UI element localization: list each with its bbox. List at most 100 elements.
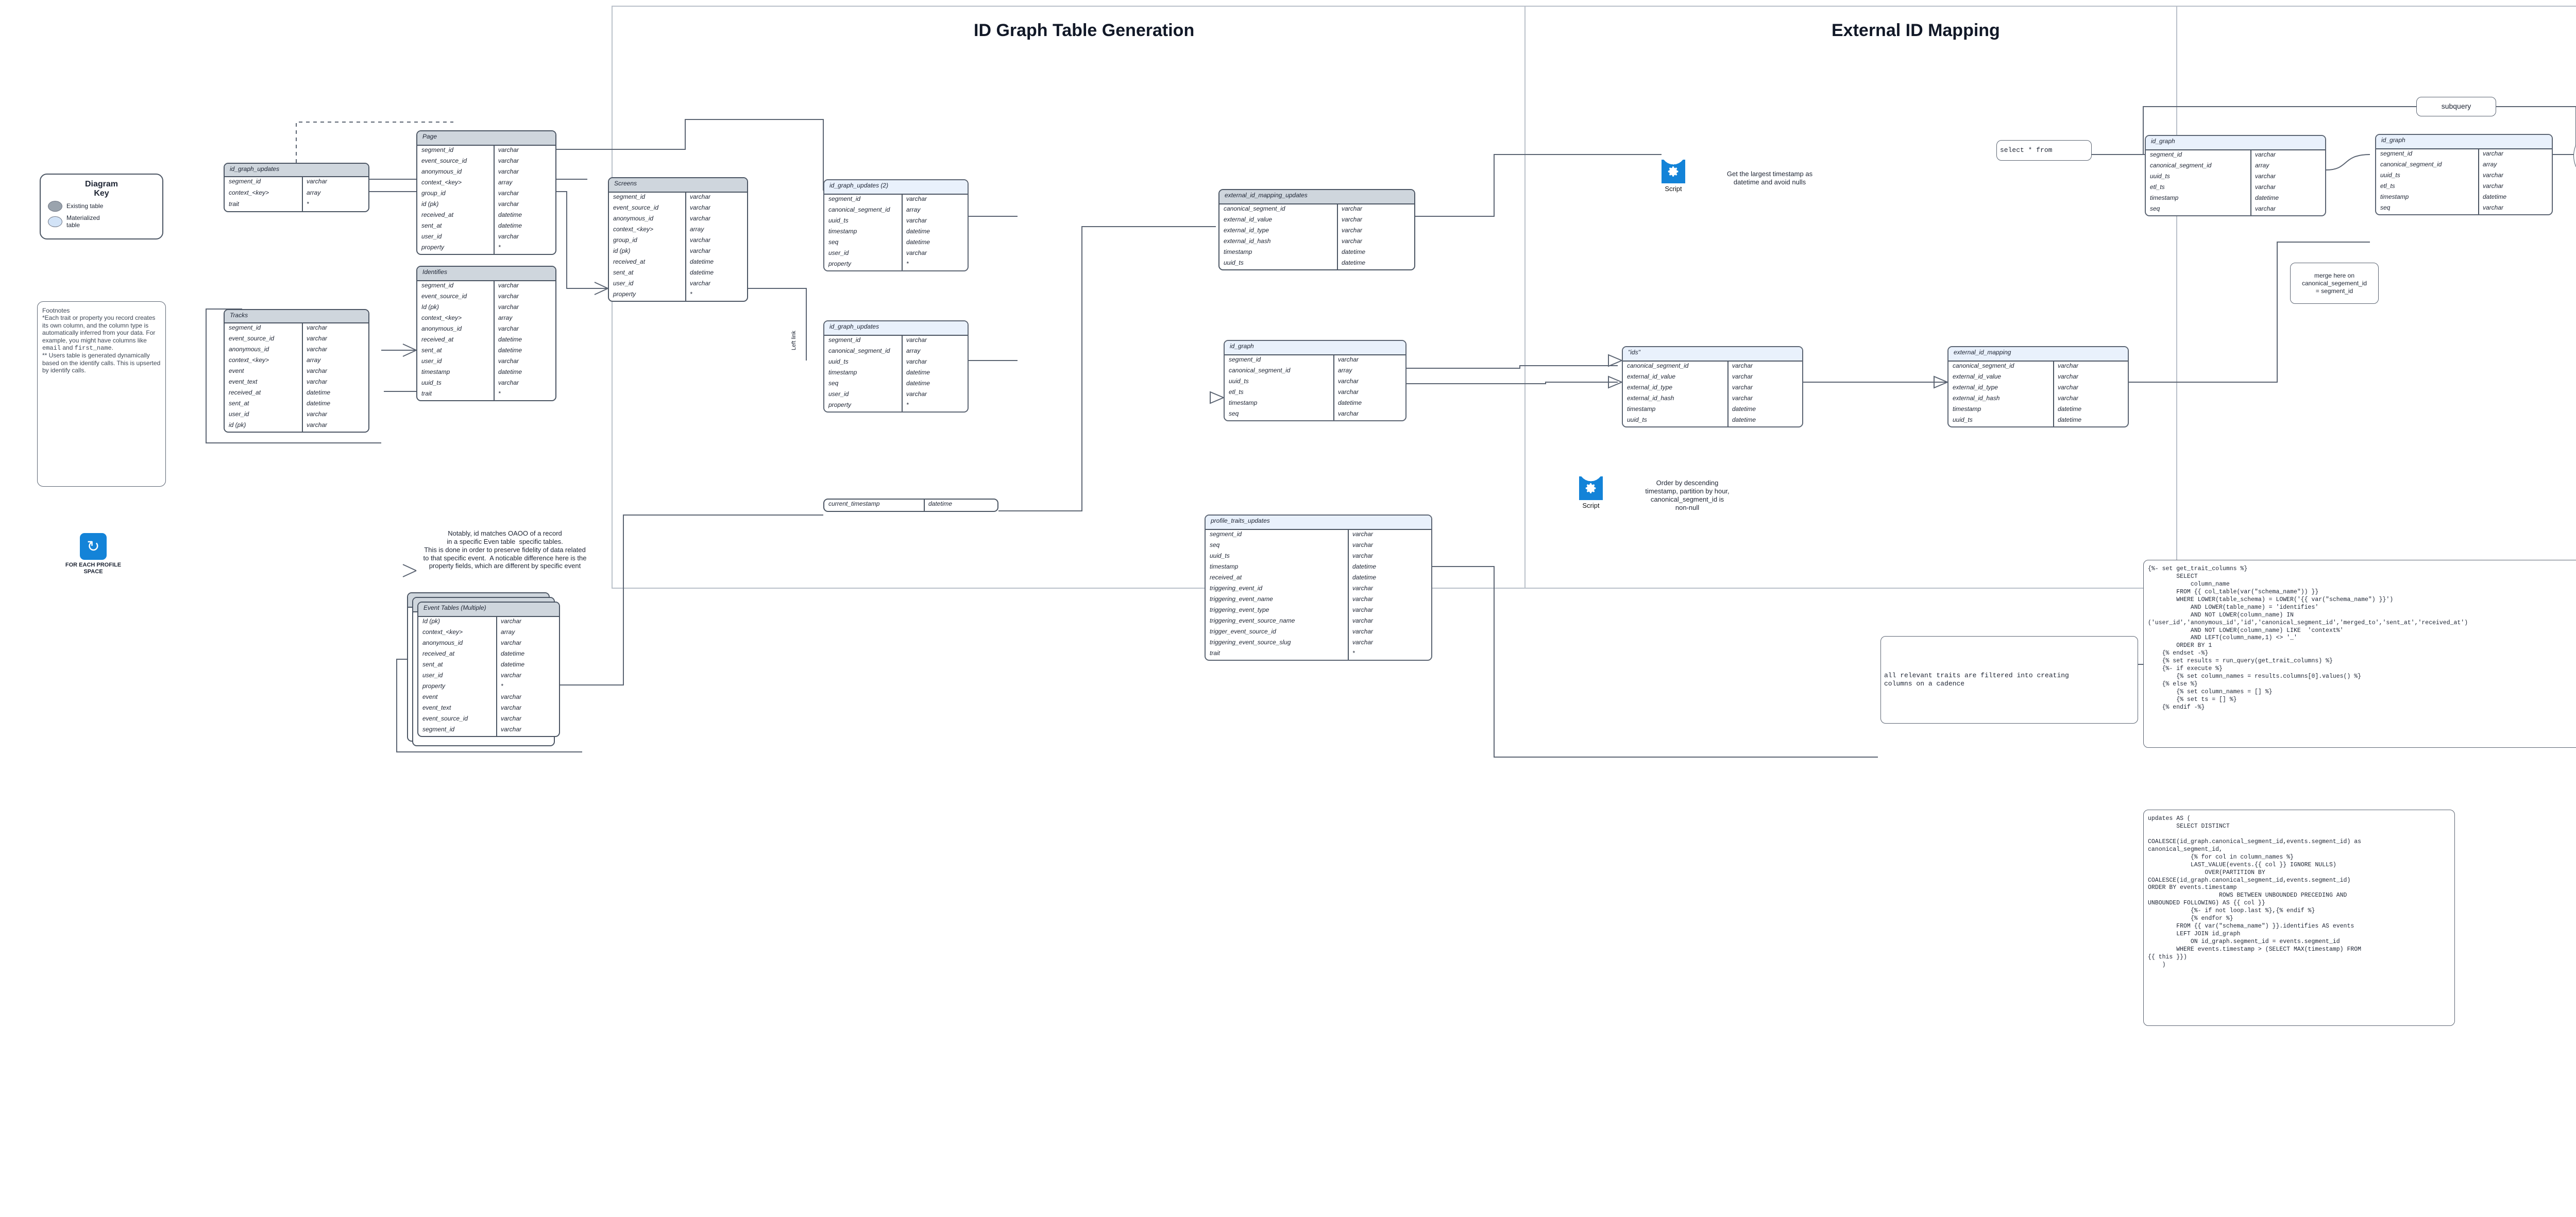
column-name-cell: canonical_segment_id bbox=[1225, 366, 1334, 377]
column-type-cell: datetime bbox=[906, 380, 930, 387]
column-type-cell: varchar bbox=[690, 204, 711, 211]
footnotes-heading: Footnotes bbox=[42, 307, 70, 314]
column-name-cell: id (pk) bbox=[417, 200, 495, 211]
column-type-cell: varchar bbox=[906, 358, 927, 365]
column-type-cell: varchar bbox=[498, 282, 519, 289]
table-title-text: id_graph_updates bbox=[230, 165, 280, 173]
column-type-cell: datetime bbox=[1342, 259, 1366, 266]
code-updates-as: updates AS ( SELECT DISTINCT COALESCE(id… bbox=[2143, 810, 2455, 1026]
table-row: property* bbox=[824, 260, 968, 270]
column-name-cell: external_id_type bbox=[1948, 383, 2054, 394]
footnotes-mid: and bbox=[61, 344, 75, 351]
column-name-cell: group_id bbox=[417, 189, 495, 200]
column-type-cell: varchar bbox=[307, 335, 328, 342]
column-type-cell: varchar bbox=[501, 672, 522, 679]
column-type-cell: varchar bbox=[501, 639, 522, 646]
column-name-cell: context_<key> bbox=[225, 356, 303, 367]
column-type-cell: varchar bbox=[2058, 384, 2079, 391]
column-type-cell: varchar bbox=[307, 410, 328, 418]
column-name-cell: seq bbox=[2146, 204, 2251, 215]
column-name-cell: etl_ts bbox=[2146, 183, 2251, 194]
column-name-cell: segment_id bbox=[417, 146, 495, 157]
column-type-cell: varchar bbox=[906, 390, 927, 398]
column-name-cell: event bbox=[418, 693, 497, 704]
column-type-cell: varchar bbox=[2255, 183, 2276, 191]
column-type-cell: datetime bbox=[1338, 399, 1362, 406]
table-row: context_<key>array bbox=[417, 314, 555, 324]
event-tables-note: Notably, id matches OAOO of a record in … bbox=[423, 529, 587, 570]
footnotes-code-email: email bbox=[42, 344, 61, 352]
script-caption: Script bbox=[1582, 502, 1600, 509]
column-type-cell: varchar bbox=[1352, 585, 1374, 592]
column-type-cell: * bbox=[498, 244, 501, 251]
column-name-cell: trait bbox=[1206, 649, 1349, 660]
table-title-id_graph-subq-left: id_graph bbox=[2146, 136, 2325, 150]
table-title-text: id_graph_updates bbox=[829, 323, 879, 330]
column-name-cell: user_id bbox=[824, 390, 903, 401]
column-type-cell: varchar bbox=[1732, 395, 1753, 402]
script-gear-icon bbox=[1662, 160, 1685, 183]
table-row: id (pk)varchar bbox=[417, 200, 555, 211]
column-type-cell: varchar bbox=[690, 215, 711, 222]
column-name-cell: uuid_ts bbox=[2376, 171, 2479, 182]
table-row: etl_ts varchar bbox=[2146, 183, 2325, 194]
column-type-cell: datetime bbox=[906, 369, 930, 376]
column-type-cell: varchar bbox=[498, 200, 519, 208]
code-get-trait-columns: {%- set get_trait_columns %} SELECT colu… bbox=[2143, 560, 2576, 748]
key-item-existing: Existing table bbox=[48, 201, 155, 212]
column-type-cell: varchar bbox=[2255, 173, 2276, 180]
table-row: trait* bbox=[417, 389, 555, 400]
column-type-cell: varchar bbox=[2058, 395, 2079, 402]
column-type-cell: datetime bbox=[498, 211, 522, 218]
column-name-cell: received_at bbox=[417, 335, 495, 346]
column-name-cell: event_source_id bbox=[418, 714, 497, 725]
column-type-cell: datetime bbox=[307, 389, 331, 396]
column-type-cell: datetime bbox=[498, 336, 522, 343]
column-name-cell: sent_at bbox=[417, 221, 495, 232]
table-row: context_<key>array bbox=[609, 225, 747, 236]
column-type-cell: varchar bbox=[2483, 150, 2504, 157]
diagram-key: Diagram Key Existing table Materialized … bbox=[40, 174, 163, 239]
table-title-text: external_id_mapping_updates bbox=[1225, 192, 1308, 199]
column-name-cell: event_source_id bbox=[609, 203, 686, 214]
table-title-id_graph_updates-left: id_graph_updates bbox=[225, 164, 368, 177]
column-type-cell: varchar bbox=[1732, 373, 1753, 380]
column-type-cell: varchar bbox=[1352, 628, 1374, 635]
column-type-cell: datetime bbox=[1732, 405, 1756, 413]
column-type-cell: varchar bbox=[498, 325, 519, 332]
column-name-cell: id (pk) bbox=[225, 421, 303, 432]
column-name-cell: segment_id bbox=[418, 725, 497, 736]
column-name-cell: external_id_value bbox=[1623, 372, 1728, 383]
column-name-cell: uuid_ts bbox=[1948, 416, 2054, 426]
column-name-cell: user_id bbox=[609, 279, 686, 290]
column-type-cell: datetime bbox=[1352, 563, 1377, 570]
column-type-cell: * bbox=[906, 401, 909, 408]
column-type-cell: varchar bbox=[1352, 541, 1374, 548]
footnotes-line1: *Each trait or property you record creat… bbox=[42, 314, 156, 352]
